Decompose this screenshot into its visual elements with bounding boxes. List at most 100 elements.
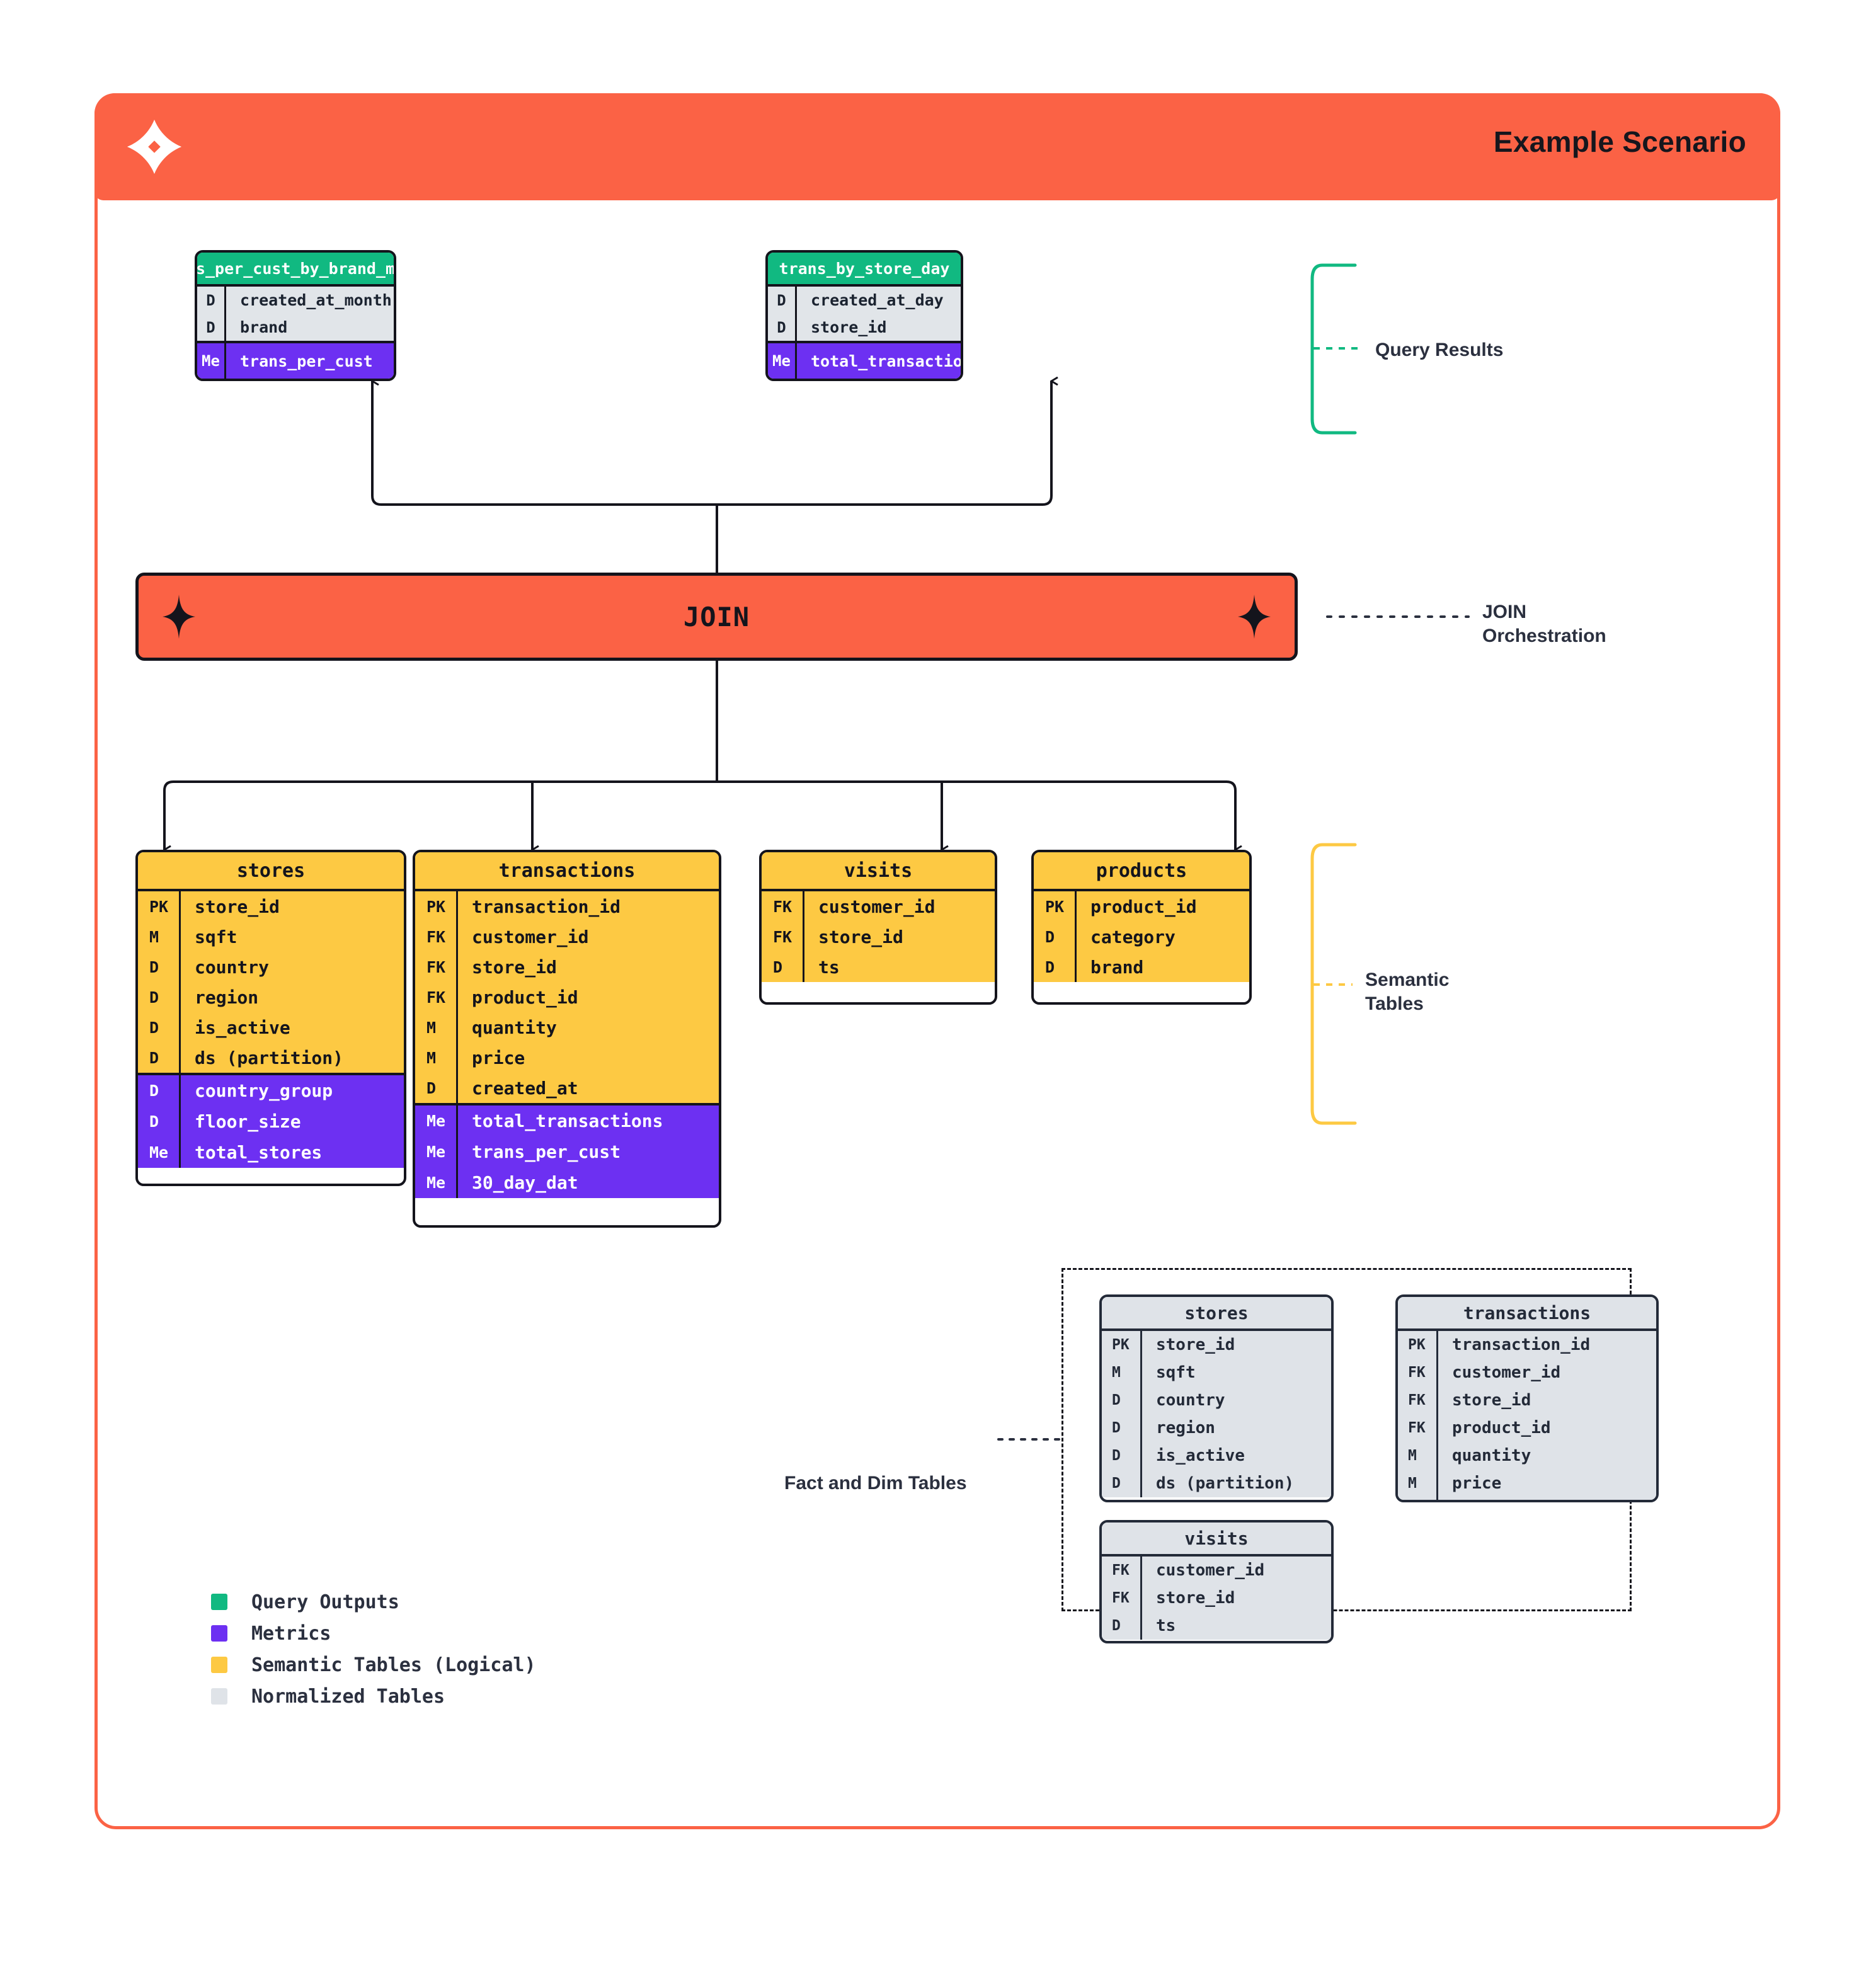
table-row: D created_at_month [197,287,394,314]
table-row: D created_at [415,1073,719,1103]
column-section: PK store_id M sqft D country D region D [138,891,404,1073]
row-key: M [1398,1470,1438,1497]
table-row: PK product_id [1034,891,1249,922]
row-key: Me [415,1105,458,1136]
table-header: trans_by_store_day [768,253,961,287]
row-key: FK [415,922,458,952]
row-key: D [138,982,181,1012]
annotation-join-orchestration: JOIN Orchestration [1482,602,1606,647]
table-row: D brand [197,314,394,341]
row-field: ds (partition) [195,1047,344,1068]
normalized-table-visits[interactable]: visits FK customer_id FK store_id D ts [1099,1520,1334,1643]
table-row: FK customer_id [1102,1557,1331,1584]
row-key: D [138,1106,181,1137]
row-field: store_id [472,956,557,978]
row-field: store_id [1156,1335,1235,1354]
dimension-section: D created_at_month D brand [197,287,394,341]
join-orchestration-bar[interactable]: JOIN [135,573,1298,661]
table-row: FK product_id [415,982,719,1012]
table-row: PK transaction_id [415,891,719,922]
legend-item-metrics: Metrics [211,1618,536,1649]
table-header: visits [762,852,995,891]
table-row: D region [1102,1414,1331,1442]
table-row: D created_at_day [768,287,961,314]
row-key: FK [1102,1584,1142,1612]
row-field: country [1156,1391,1225,1410]
row-key: PK [1034,891,1077,922]
table-header: products [1034,852,1249,891]
legend-item-query-outputs: Query Outputs [211,1586,536,1618]
page-title: Example Scenario [1493,125,1746,158]
row-field: country_group [195,1080,333,1101]
row-field: floor_size [195,1111,301,1132]
legend-swatch [211,1594,227,1610]
column-section: FK customer_id FK store_id D ts [1102,1557,1331,1640]
card-titlebar: Example Scenario [94,93,1780,200]
row-key: PK [415,891,458,922]
row-key: D [762,952,804,982]
query-result-table-trans-per-cust-by-brand-month[interactable]: trans_per_cust_by_brand_month D created_… [195,250,396,381]
table-header: transactions [415,852,719,891]
semantic-table-visits[interactable]: visits FK customer_id FK store_id D ts [759,850,997,1005]
table-row: D store_id [768,314,961,341]
metric-section: Me total_transactions [768,341,961,379]
table-header: trans_per_cust_by_brand_month [197,253,394,287]
normalized-table-stores[interactable]: stores PK store_id M sqft D country D re… [1099,1294,1334,1502]
row-key: FK [415,982,458,1012]
table-row: M quantity [1398,1442,1656,1470]
legend-swatch [211,1625,227,1642]
row-key: M [138,922,181,952]
table-row: D ds (partition) [1102,1470,1331,1497]
semantic-table-stores[interactable]: stores PK store_id M sqft D country D re… [135,850,406,1186]
table-row: Me total_transactions [415,1105,719,1136]
row-key: Me [415,1167,458,1198]
table-row: FK product_id [1398,1414,1656,1442]
row-key: M [1102,1359,1142,1386]
legend-swatch [211,1688,227,1705]
table-row: M price [415,1043,719,1073]
semantic-table-transactions[interactable]: transactions PK transaction_id FK custom… [413,850,721,1228]
legend-label: Semantic Tables (Logical) [251,1654,536,1676]
row-field: product_id [472,986,578,1008]
table-row: FK customer_id [1398,1359,1656,1386]
diagram-card: Example Scenario [94,93,1780,1829]
table-row: Me trans_per_cust [197,343,394,379]
row-key: FK [1398,1386,1438,1414]
table-row: Me 30_day_dat [415,1167,719,1198]
row-key: FK [415,952,458,982]
row-key: D [1398,1497,1438,1500]
row-field: product_id [1452,1419,1551,1437]
table-row: M sqft [1102,1359,1331,1386]
row-field: store_id [811,318,887,336]
row-key: D [768,287,797,314]
annotation-query-results: Query Results [1375,340,1504,360]
column-section: FK customer_id FK store_id D ts [762,891,995,982]
row-field: brand [240,318,288,336]
row-field: trans_per_cust [472,1141,621,1162]
row-field: store_id [1156,1589,1235,1608]
semantic-table-products[interactable]: products PK product_id D category D bran… [1031,850,1252,1005]
row-field: total_stores [195,1142,323,1163]
column-section: PK product_id D category D brand [1034,891,1249,982]
query-result-table-trans-by-store-day[interactable]: trans_by_store_day D created_at_day D st… [765,250,963,381]
table-row: D ts [1102,1612,1331,1640]
table-row: D is_active [1102,1442,1331,1470]
table-row: PK transaction_id [1398,1331,1656,1359]
column-section: PK transaction_id FK customer_id FK stor… [415,891,719,1103]
row-field: store_id [818,926,903,947]
table-row: Me trans_per_cust [415,1136,719,1167]
table-row: PK store_id [138,891,404,922]
table-row: PK store_id [1102,1331,1331,1359]
table-row: FK customer_id [415,922,719,952]
row-key: PK [1398,1331,1438,1359]
row-key: D [1102,1612,1142,1640]
row-field: sqft [1156,1363,1196,1382]
row-field: customer_id [1156,1561,1265,1580]
table-row: FK store_id [762,922,995,952]
row-field: sqft [195,926,237,947]
normalized-table-transactions[interactable]: transactions PK transaction_id FK custom… [1395,1294,1659,1502]
row-key: PK [138,891,181,922]
table-row: FK customer_id [762,891,995,922]
diagram-canvas: trans_per_cust_by_brand_month D created_… [98,96,1783,1832]
row-key: FK [1398,1414,1438,1442]
